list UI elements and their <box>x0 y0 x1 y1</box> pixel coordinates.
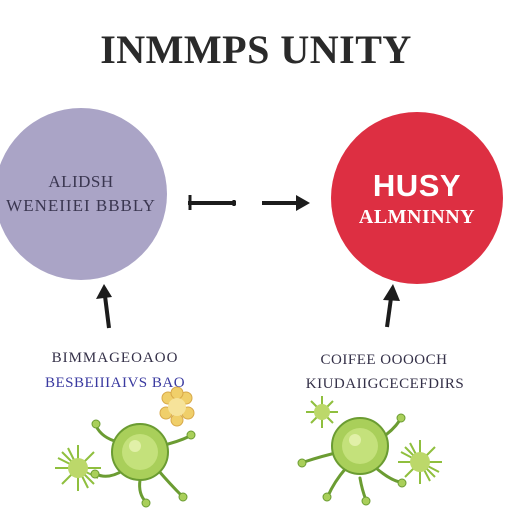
green-spiky-cell-icon <box>306 396 338 428</box>
right-circle: HUSY ALMNINNY <box>331 112 503 284</box>
green-spiky-cell-icon <box>398 440 442 484</box>
green-cell-icon <box>297 413 407 506</box>
right-caption-line2: KIUDAIIGCECEFDIRS <box>305 376 465 392</box>
left-caption-line2: BESBEIIIAIVS BAO <box>44 375 186 391</box>
arrow-up-icon <box>96 284 112 329</box>
arrow-up-icon <box>383 284 400 328</box>
right-circle-line2: ALMNINNY <box>358 205 476 228</box>
green-cell-icon <box>90 419 196 508</box>
diagram-title: INMMPS UNITY <box>100 27 412 72</box>
left-circle: ALIDSH WENEIIEI BBBLY <box>0 108 167 280</box>
green-spiky-cell-icon <box>55 445 101 491</box>
left-circle-line2: WENEIIEI BBBLY <box>6 196 156 215</box>
left-circle-line1: ALIDSH <box>48 172 114 191</box>
yellow-flower-cell-icon <box>159 386 195 427</box>
dash-arrow-right-icon <box>188 195 236 210</box>
right-circle-line1: HUSY <box>372 167 462 203</box>
right-caption-line1: COIFEE OOOOCH <box>320 352 448 368</box>
left-caption-line1: BIMMAGEOAOO <box>51 350 179 366</box>
arrow-right-icon <box>262 195 310 211</box>
